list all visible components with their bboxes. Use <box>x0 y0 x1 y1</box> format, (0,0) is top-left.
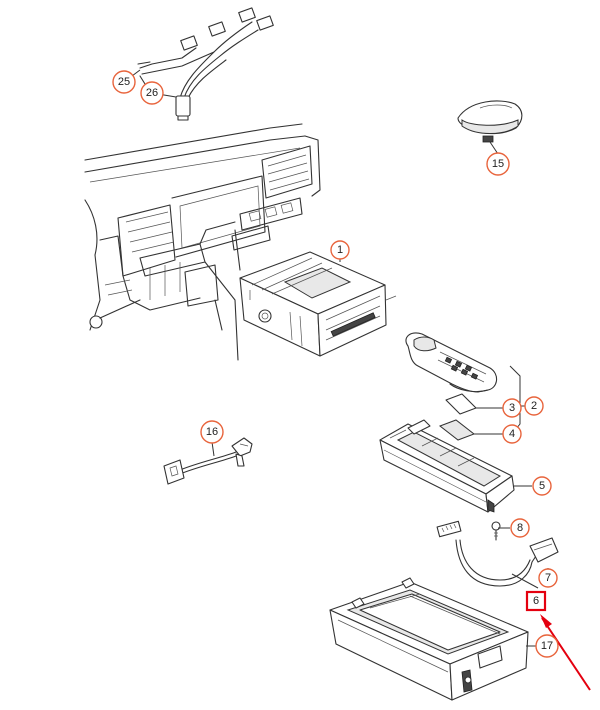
leader-lines <box>123 69 591 691</box>
callout-label: 3 <box>509 402 515 414</box>
callout-8: 8 <box>510 518 530 538</box>
antenna-cable <box>163 437 253 485</box>
rotary-knob <box>457 100 523 143</box>
callout-label: 17 <box>541 640 553 652</box>
callout-label: 15 <box>492 158 504 170</box>
wiring-harness <box>137 7 274 121</box>
callout-label: 4 <box>509 428 515 440</box>
callout-label: 1 <box>337 244 343 256</box>
callout-label: 25 <box>118 76 130 88</box>
callout-16: 16 <box>200 420 224 444</box>
callout-label: 8 <box>517 522 523 534</box>
callout-label: 7 <box>545 572 551 584</box>
cards <box>438 393 477 441</box>
remote-control <box>405 332 498 393</box>
callout-25: 25 <box>112 70 136 94</box>
wiring-loom <box>436 520 559 587</box>
callout-2: 2 <box>524 396 544 416</box>
screw <box>491 521 501 541</box>
callout-5: 5 <box>532 476 552 496</box>
storage-tray <box>329 577 529 701</box>
callout-1: 1 <box>330 240 350 260</box>
callout-3: 3 <box>502 398 522 418</box>
radio-unit <box>239 251 397 357</box>
callout-label: 5 <box>539 480 545 492</box>
callout-label: 6 <box>533 595 539 607</box>
callout-15: 15 <box>486 152 510 176</box>
holder-bracket <box>379 419 515 513</box>
callout-label: 2 <box>531 400 537 412</box>
callout-label: 16 <box>206 426 218 438</box>
dashboard-outline <box>84 123 321 361</box>
callout-26: 26 <box>140 81 164 105</box>
callout-6-highlighted: 6 <box>525 590 547 612</box>
callout-7: 7 <box>538 568 558 588</box>
callout-label: 26 <box>146 87 158 99</box>
callout-4: 4 <box>502 424 522 444</box>
callout-17: 17 <box>535 634 559 658</box>
